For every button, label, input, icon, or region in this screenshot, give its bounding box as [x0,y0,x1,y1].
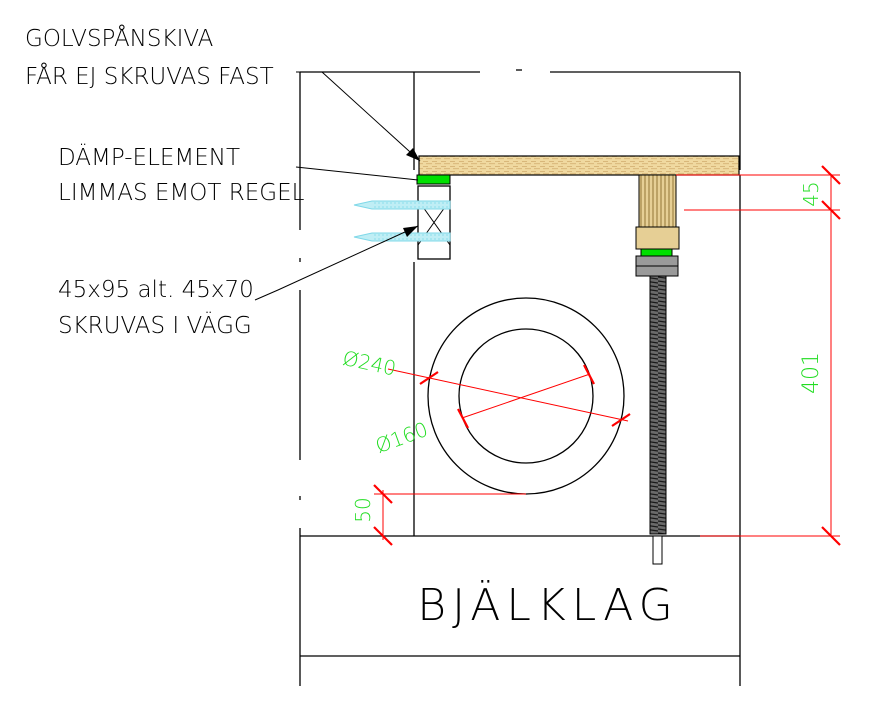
annotations: GOLVSPÅNSKIVA FÅR EJ SKRUVAS FAST DÄMP-E… [25,25,305,339]
damper-label-2: LIMMAS EMOT REGEL [58,180,305,206]
dim-line-240 [387,368,629,422]
damper-label-1: DÄMP-ELEMENT [58,143,240,171]
dim-tick [821,165,841,185]
dim-tick [373,526,393,546]
wooden-stud [417,185,451,260]
pipe-inner-circle [458,328,594,464]
dim-line-160 [461,373,591,419]
chipboard-label-1: GOLVSPÅNSKIVA [25,25,213,52]
beam-layer-label: BJÄLKLAG [417,579,678,631]
dim-text-160: Ø160 [372,417,431,458]
chipboard-label-2: FÅR EJ SKRUVAS FAST [25,63,274,90]
dim-tick [419,371,439,385]
dim-tick [373,484,393,504]
leader-lines [254,71,421,301]
dim-tick [821,526,841,546]
beam-layer: BJÄLKLAG [299,536,741,686]
wall-screw-lower [353,232,451,242]
damper-element [416,174,451,185]
chipboard-floor [418,155,740,176]
stud-label-2: SKRUVAS I VÄGG [58,311,252,339]
dim-text-240: Ø240 [341,346,399,381]
dim-tick [457,408,469,429]
wall-screw-upper [353,200,451,210]
dim-text-50: 50 [351,497,375,522]
dim-text-401: 401 [799,352,824,394]
stud-label-1: 45x95 alt. 45x70 [58,277,254,303]
threaded-rod [649,275,667,535]
dim-tick [611,413,631,427]
dim-text-45: 45 [799,181,823,206]
wall-outline [299,69,741,537]
dimension-texts: 45 401 50 Ø240 Ø160 [341,181,824,522]
leveling-foot [635,174,680,565]
dimension-lines [373,165,841,546]
dim-tick [583,364,595,385]
